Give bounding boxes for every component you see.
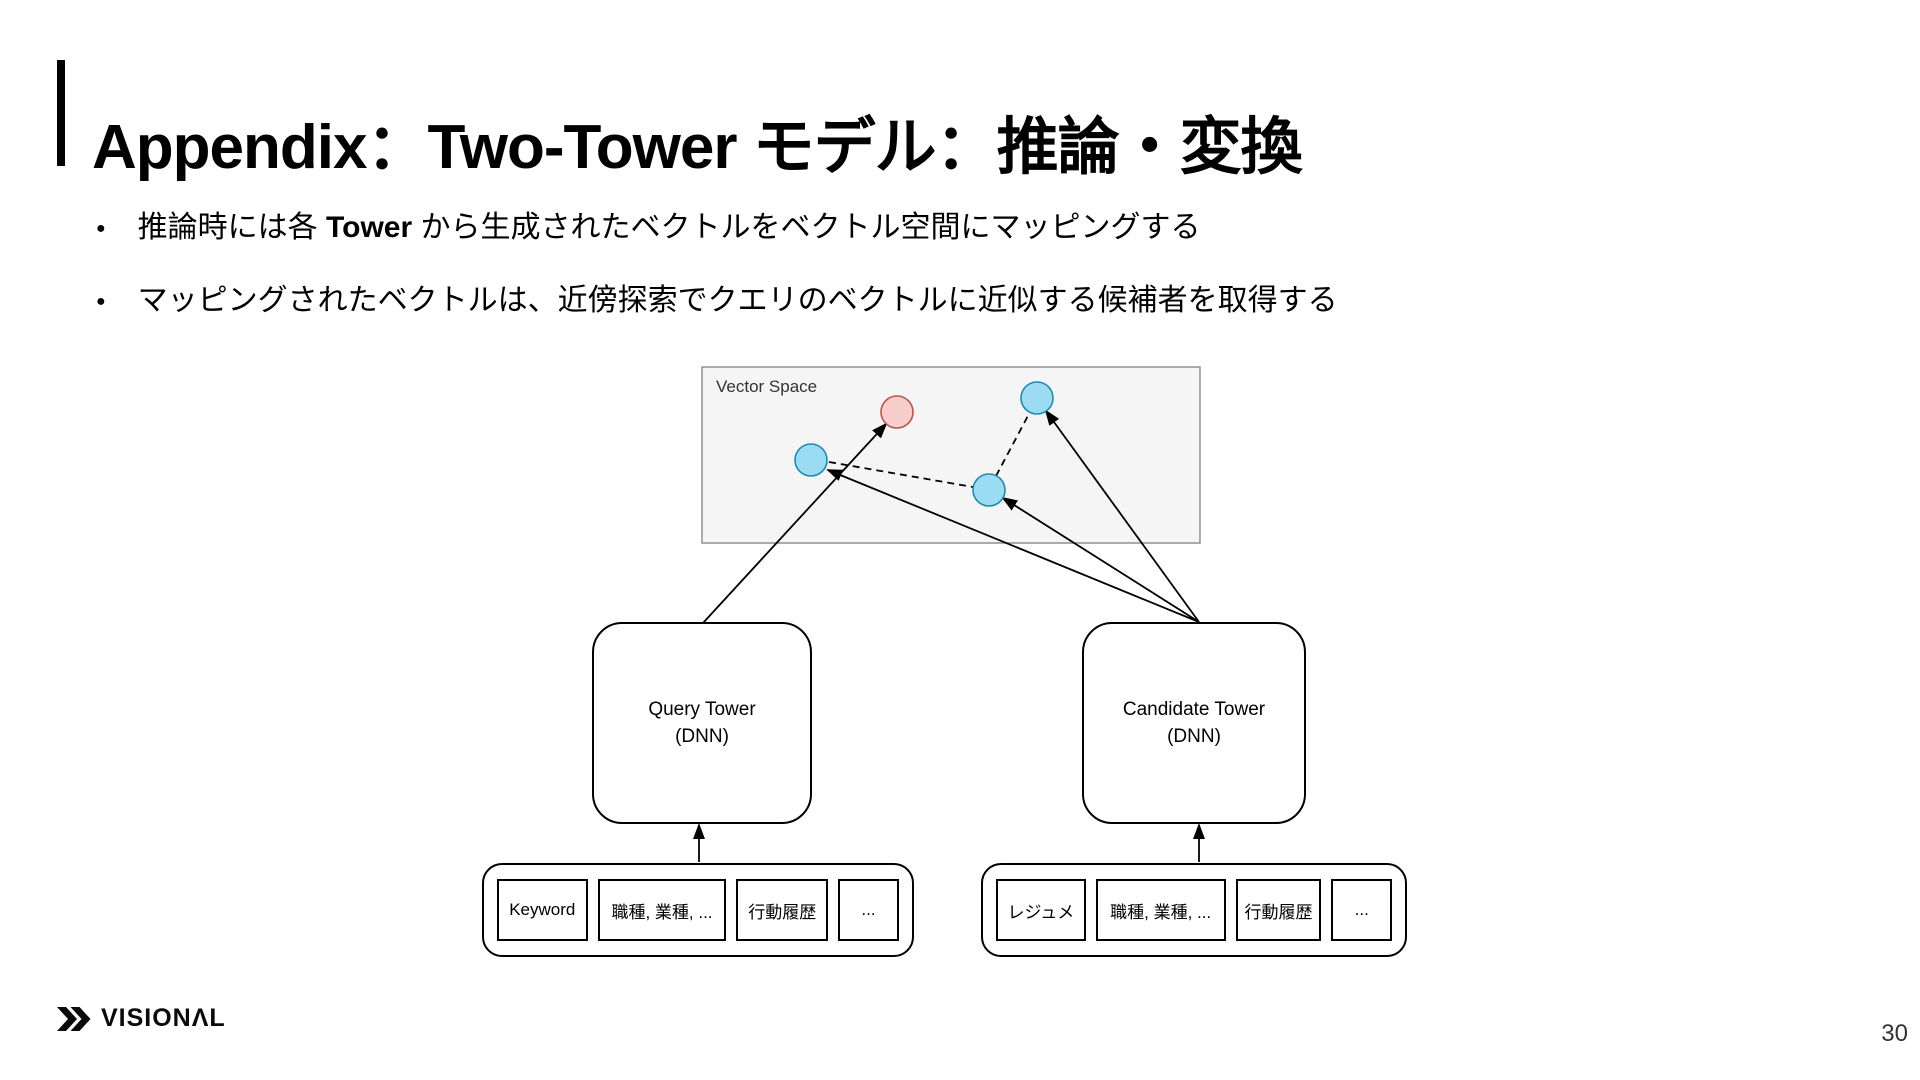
vector-space-label: Vector Space [716,377,817,396]
page-number: 30 [1881,1020,1908,1047]
query-input-keyword: Keyword [497,879,588,941]
candidate-mapping-arrow [1044,409,1200,623]
bullet-text: から生成されたベクトルをベクトル空間にマッピングする [412,211,1201,244]
candidate-input-ellipsis: ... [1331,879,1392,941]
bullet-item: 推論時には各 Tower から生成されたベクトルをベクトル空間にマッピングする [96,206,1338,255]
double-chevron-icon [57,1006,91,1031]
query-vector-point [880,395,914,429]
candidate-tower-label: Candidate Tower [1122,699,1266,720]
query-mapping-arrow [702,422,888,624]
visional-logo: VISIONΛL [56,1004,226,1033]
page-title: Appendix：Two-Tower モデル：推論・変換 [92,112,1303,182]
candidate-vector-point [972,473,1006,507]
query-tower-box: Query Tower (DNN) [592,622,812,824]
candidate-tower-box: Candidate Tower (DNN) [1082,622,1306,824]
candidate-tower-sublabel: (DNN) [1167,726,1221,747]
vector-space-box [701,366,1201,544]
similarity-dashed-line [995,411,1031,477]
similarity-dashed-line [828,461,974,488]
query-input-ellipsis: ... [837,879,899,941]
candidate-input-resume: レジュメ [996,879,1086,941]
bullet-list: 推論時には各 Tower から生成されたベクトルをベクトル空間にマッピングする … [96,206,1338,352]
query-tower-label: Query Tower [648,699,756,720]
candidate-inputs-group: レジュメ 職種, 業種, ... 行動履歴 ... [981,863,1407,957]
title-accent-bar [57,60,65,166]
candidate-input-behavior: 行動履歴 [1235,879,1322,941]
bullet-text: マッピングされたベクトルは、近傍探索でクエリのベクトルに近似する候補者を取得する [137,284,1338,317]
query-inputs-group: Keyword 職種, 業種, ... 行動履歴 ... [482,863,914,957]
candidate-input-attributes: 職種, 業種, ... [1095,879,1226,941]
query-input-behavior: 行動履歴 [736,879,828,941]
visional-logo-text: VISIONΛL [101,1004,226,1032]
query-tower-sublabel: (DNN) [675,726,729,747]
bullet-text: 推論時には各 [137,211,327,244]
candidate-vector-point [794,443,828,477]
candidate-mapping-arrow [1001,496,1200,623]
bullet-item: マッピングされたベクトルは、近傍探索でクエリのベクトルに近似する候補者を取得する [96,279,1338,328]
candidate-mapping-arrow [826,469,1200,623]
candidate-vector-point [1020,381,1054,415]
bullet-text-bold: Tower [326,211,413,244]
query-input-attributes: 職種, 業種, ... [597,879,727,941]
